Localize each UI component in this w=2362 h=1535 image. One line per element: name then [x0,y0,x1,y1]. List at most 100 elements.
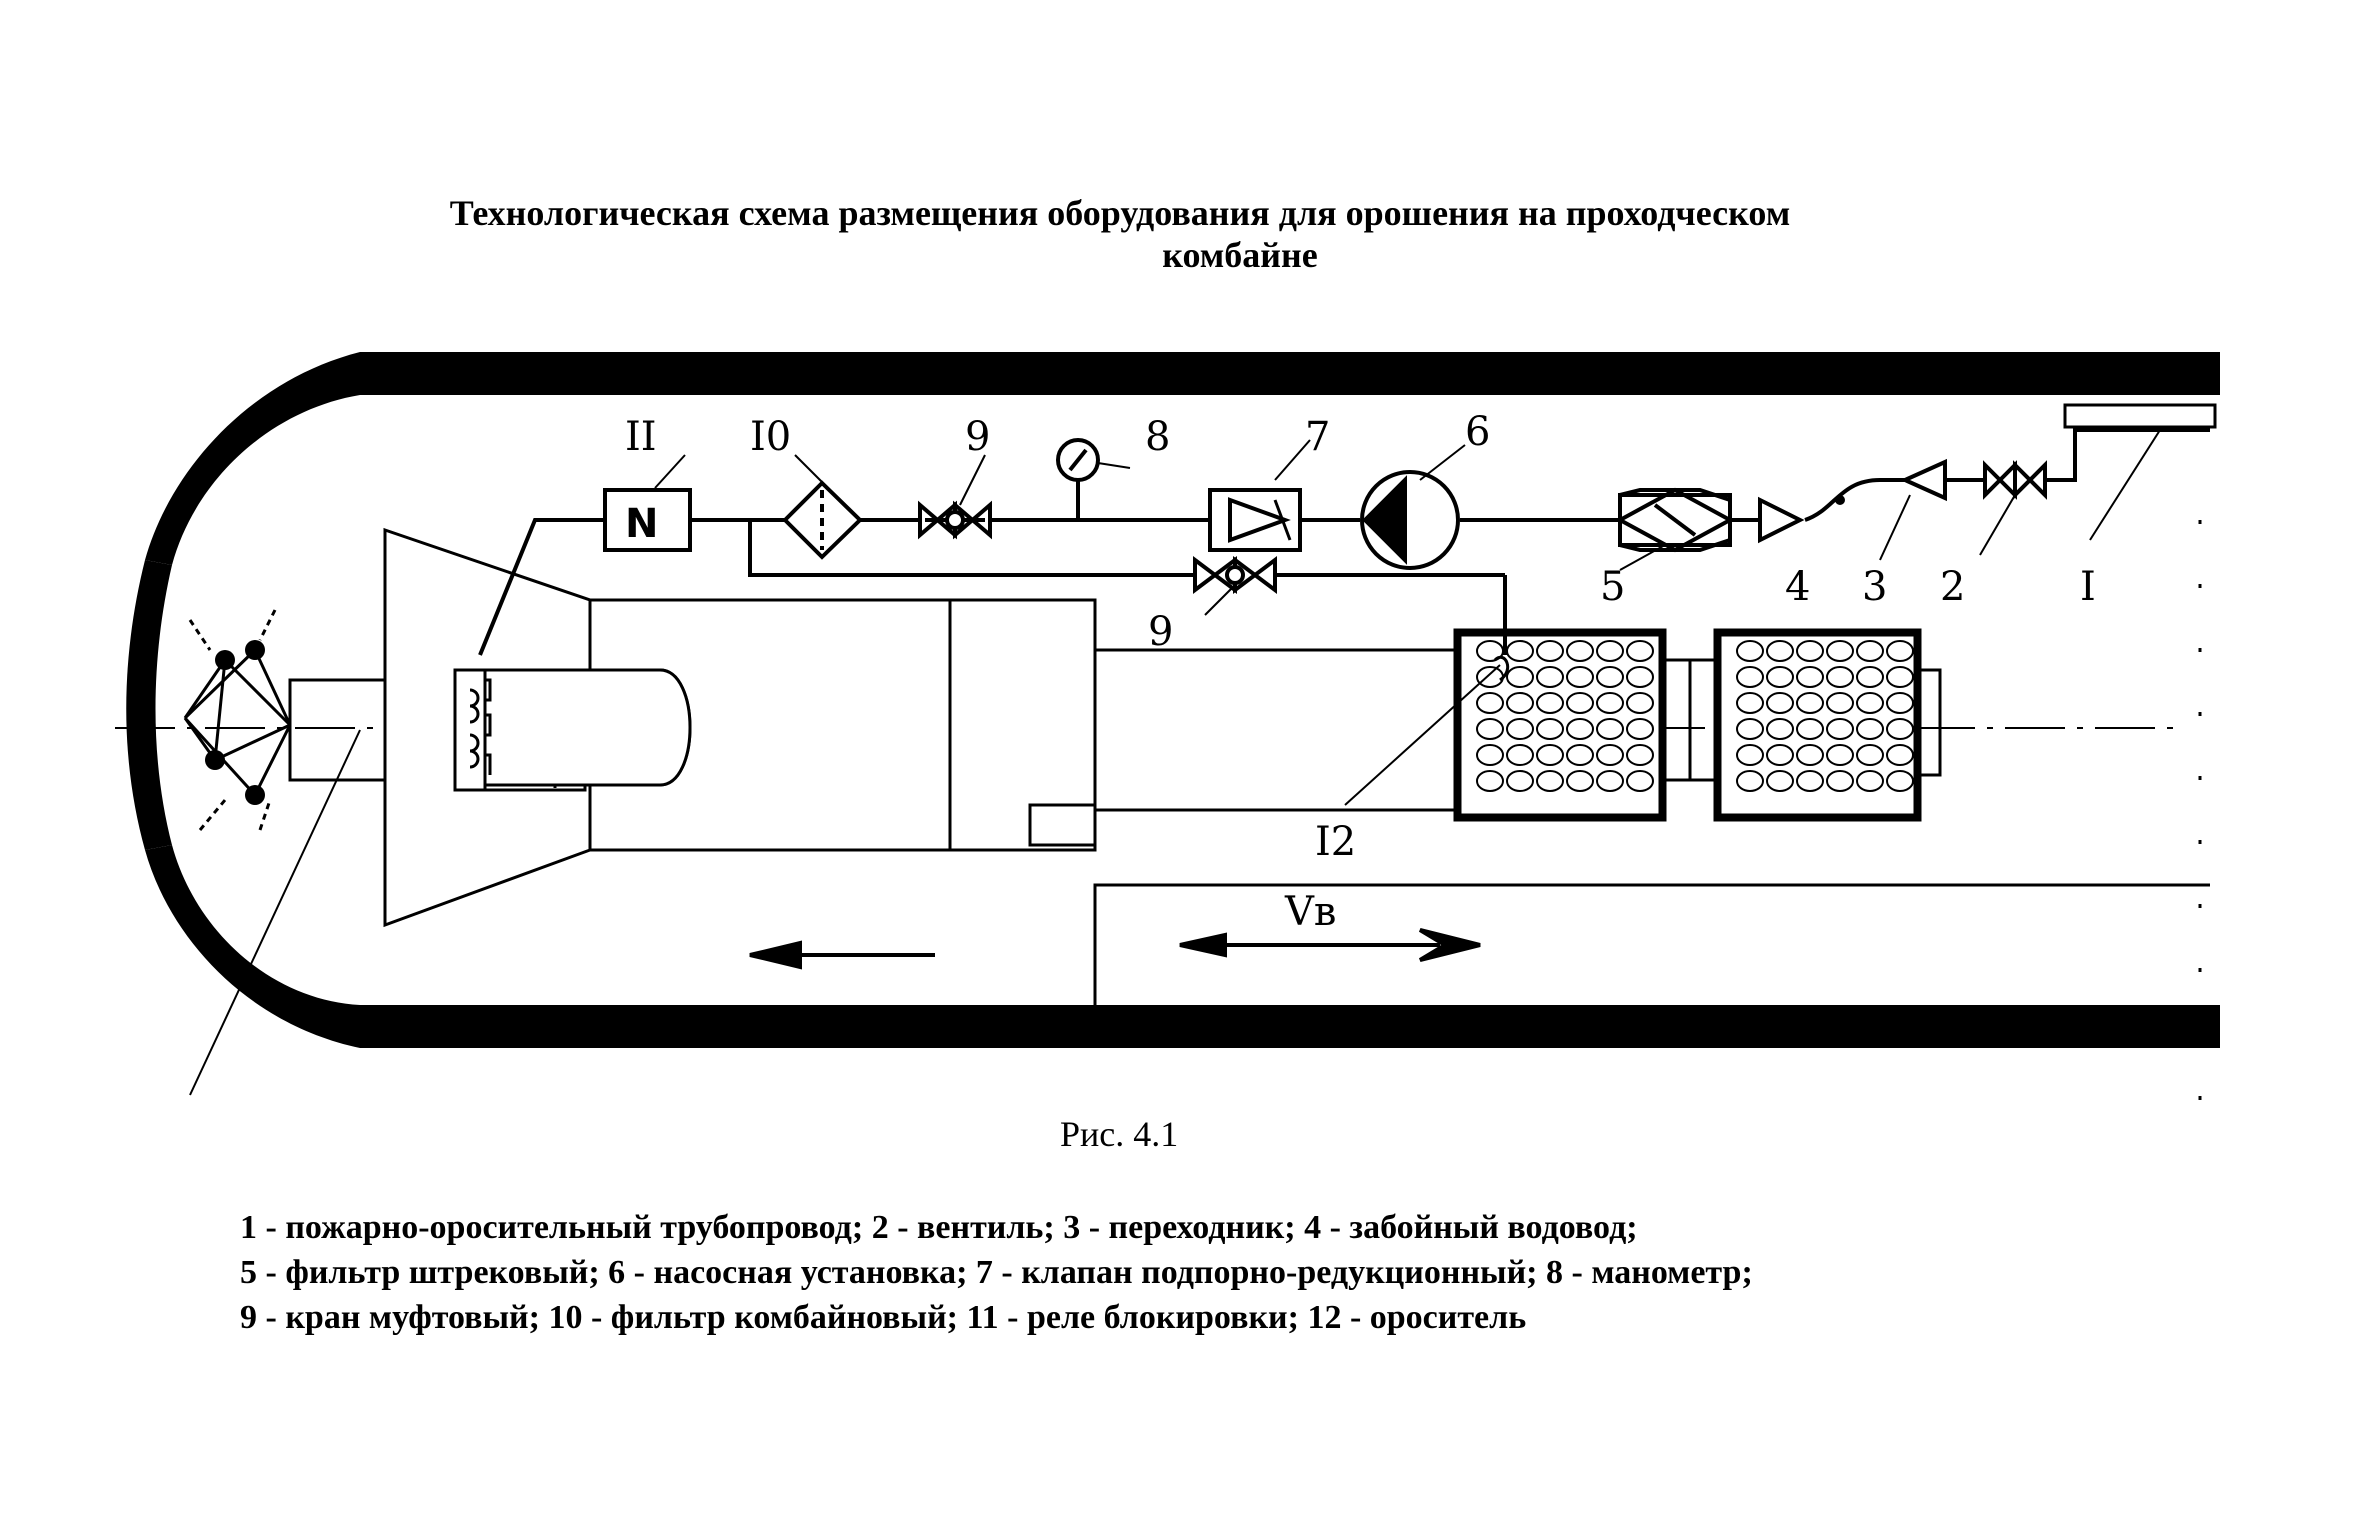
gravel-stone [1886,640,1914,662]
relay-11 [603,488,692,552]
gravel-stone [1826,640,1854,662]
label-1: I [2080,564,2096,610]
gravel-stone [1826,718,1854,740]
gravel-stone [1566,718,1594,740]
gravel-stone [1476,718,1504,740]
gravel-stone [1506,692,1534,714]
gravel-stone [1796,692,1824,714]
legend: 1 - пожарно-оросительный трубопровод; 2 … [240,1205,2240,1340]
label-9-top: 9 [965,414,990,460]
label-4: 4 [1785,564,1810,610]
gravel-stone [1476,770,1504,792]
manometer-8 [1056,438,1131,520]
legend-line-2: 5 - фильтр штрековый; 6 - насосная устан… [240,1254,1753,1291]
gravel-stone [1856,770,1884,792]
gravel-stone [1826,770,1854,792]
front-sprayer [453,668,487,792]
gravel-stone [1506,666,1534,688]
pump-unit-6 [1360,470,1460,570]
label-7: 7 [1305,414,1330,460]
gravel-stone [1736,744,1764,766]
gravel-stone [1766,692,1794,714]
label-9-bottom: 9 [1148,609,1173,655]
gravel-stone [1566,640,1594,662]
gravel-stone [1506,770,1534,792]
gravel-stone [1766,666,1794,688]
gravel-stone [1566,666,1594,688]
airflow-arrow [749,940,935,970]
gravel-stone [1506,718,1534,740]
label-6: 6 [1465,409,1490,455]
gravel-stone [1736,770,1764,792]
gravel-stone [1766,640,1794,662]
label-2: 2 [1940,564,1965,610]
label-8: 8 [1145,414,1170,460]
gravel-stone [1826,666,1854,688]
gravel-stone [1536,718,1564,740]
gravel-stone [1886,718,1914,740]
gravel-stone [1626,744,1654,766]
drift-filter-5 [1615,487,1735,553]
gravel-stone [1886,692,1914,714]
gravel-stone [1766,770,1794,792]
gravel-stone [1856,666,1884,688]
gravel-stone [1476,666,1504,688]
gravel-stone [1796,640,1824,662]
gravel-stone [1566,744,1594,766]
label-5: 5 [1600,564,1625,610]
gravel-stone [1626,640,1654,662]
tunnel-top-wall [145,352,2220,565]
gravel-stone [1886,744,1914,766]
gravel-stone [1736,692,1764,714]
gravel-stone [1596,640,1624,662]
gravel-stone [1596,692,1624,714]
diagram-title: Технологическая схема размещения оборудо… [449,193,1791,233]
gravel-stone [1856,718,1884,740]
pressure-valve-7 [1208,488,1302,552]
gravel-stone [1796,744,1824,766]
diagram-title-line2: комбайне [1162,235,1318,275]
label-3: 3 [1862,564,1887,610]
legend-line-1: 1 - пожарно-оросительный трубопровод; 2 … [240,1209,1638,1246]
label-11: II [625,414,657,460]
gravel-stone [1566,692,1594,714]
gravel-stone [1766,718,1794,740]
gravel-stone [1826,744,1854,766]
gravel-stone [1596,666,1624,688]
gravel-stone [1536,666,1564,688]
gravel-stone [1856,692,1884,714]
gravel-stone [1596,718,1624,740]
adapter-3 [1900,458,1947,502]
label-12: I2 [1315,819,1356,865]
legend-line-3: 9 - кран муфтовый; 10 - фильтр комбайнов… [240,1299,1527,1336]
tunnel-face-wall [126,560,172,850]
gravel-stone [1796,770,1824,792]
gravel-stone [1736,640,1764,662]
combine-filter-10 [782,480,863,560]
gravel-stone [1766,744,1794,766]
gravel-stone [1476,744,1504,766]
gravel-stone [1506,640,1534,662]
gravel-stone [1626,718,1654,740]
gravel-stone [1536,744,1564,766]
coupling [1663,658,1942,782]
gravel-stone [1596,770,1624,792]
velocity-label: Vв [1284,889,1336,935]
gravel-stone [1536,770,1564,792]
face-waterline-4 [1758,496,1805,544]
gravel-stone [1736,666,1764,688]
gravel-stone [1856,744,1884,766]
fire-pipeline-1 [2063,403,2217,429]
cutting-head [183,609,292,831]
gravel-stone [1626,692,1654,714]
gravel-stone [1476,692,1504,714]
gravel-stone [1796,718,1824,740]
gravel-stone [1626,666,1654,688]
gravel-stone [1886,666,1914,688]
water-main-line [478,428,2210,656]
label-10: I0 [750,414,791,460]
valve-2 [1983,460,2047,500]
air-duct [1093,883,2210,1012]
coupling-valve-9-bottom [1193,556,1277,594]
